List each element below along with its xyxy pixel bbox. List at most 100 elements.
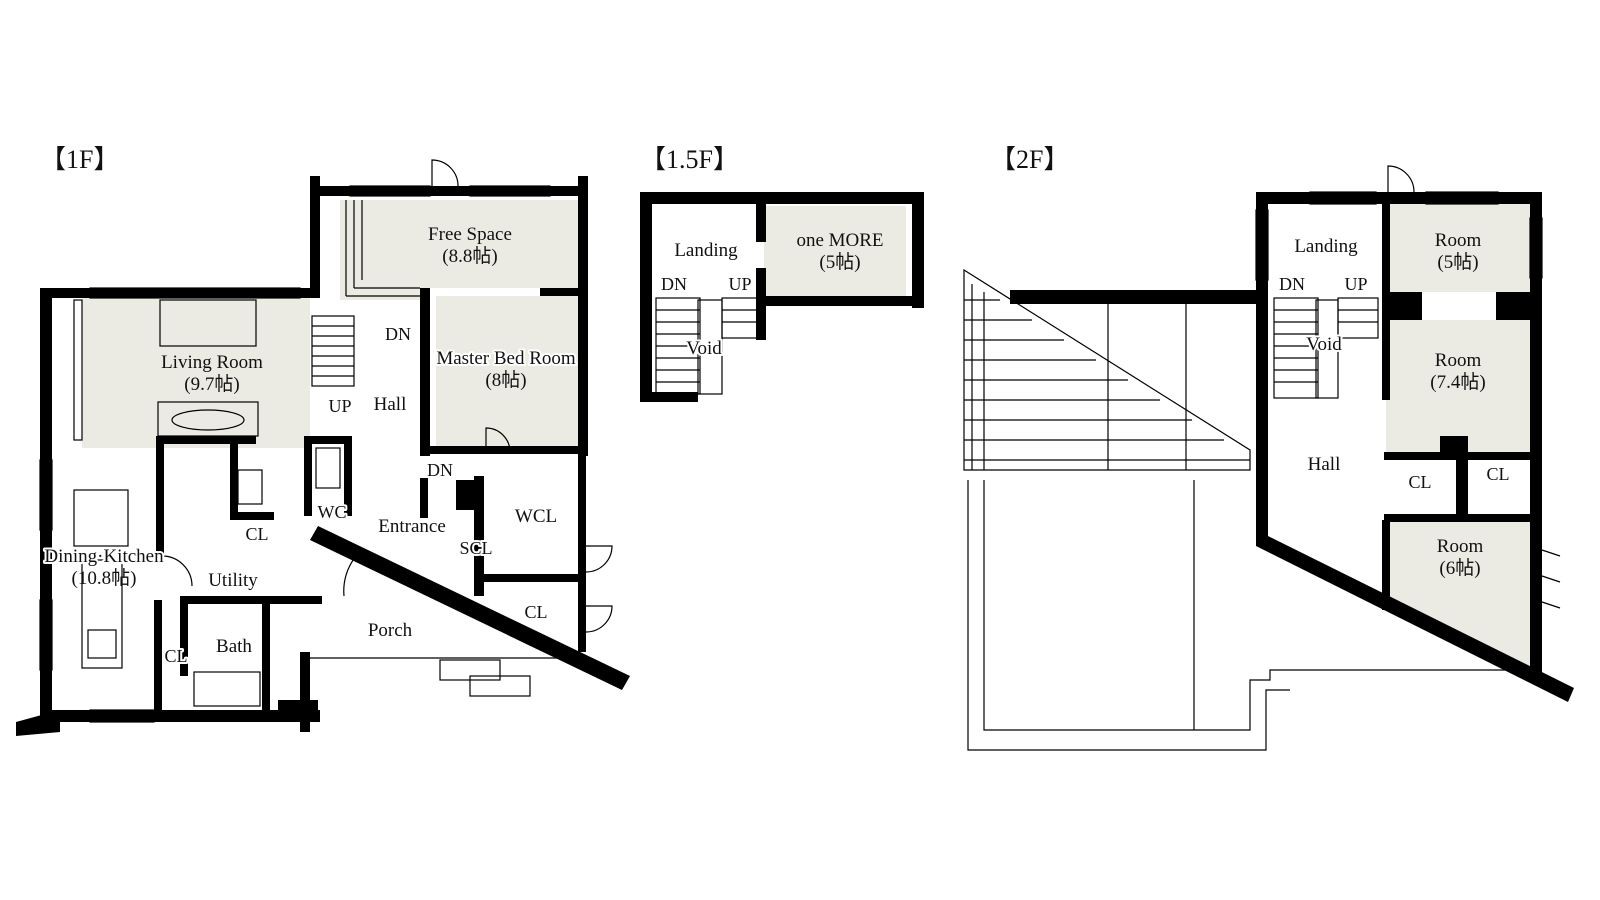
- porch-step-2: [469, 675, 531, 697]
- wall-2f-cl-mid: [1456, 436, 1468, 520]
- wall-scl: [456, 480, 476, 510]
- wall-2f-room6-left: [1382, 520, 1390, 610]
- label-stair-dn-hall: DN: [385, 324, 411, 344]
- sofa: [159, 299, 257, 347]
- label-stair-up-15: UP: [728, 274, 751, 294]
- window-bottom: [89, 709, 155, 723]
- label-room-6-size: (6帖): [1439, 557, 1480, 579]
- label-stair-dn-entrance: DN: [427, 460, 453, 480]
- label-room-74: Room: [1435, 350, 1482, 371]
- wall-15-right: [912, 192, 924, 308]
- wall-porch-shoulder: [278, 700, 318, 710]
- stair-1f: [311, 315, 355, 387]
- wall-2f-top: [1256, 192, 1542, 204]
- door-entrance: [343, 555, 411, 597]
- label-room-6: Room: [1437, 536, 1484, 557]
- wall-2f-cl-mid-2: [1440, 436, 1456, 452]
- label-wcl: WCL: [515, 506, 557, 527]
- window-living-left: [73, 299, 83, 441]
- window-living-top: [89, 287, 301, 299]
- wall-cl-utility: [230, 444, 238, 514]
- wall-1f-bottom-corner: [16, 710, 60, 736]
- wall-1f-right-upper: [578, 176, 588, 456]
- wall-utility-top: [156, 436, 256, 444]
- wall-wcl-bottom: [474, 574, 586, 582]
- label-free-space-size: (8.8帖): [442, 245, 497, 267]
- floor-1f: 【1F】: [16, 145, 630, 736]
- wall-kitchen-cl: [154, 600, 162, 710]
- stair-free-space: [345, 200, 420, 297]
- window-2f-right: [1529, 217, 1543, 279]
- label-cl-porch: CL: [524, 602, 547, 622]
- label-dining-kitchen: Dining·Kitchen: [44, 546, 164, 567]
- door-free-space: [431, 159, 459, 187]
- wall-1f-right-lower: [578, 452, 586, 652]
- wall-15-left: [640, 192, 652, 400]
- wall-2f-diagonal: [1256, 530, 1574, 702]
- bathtub: [193, 671, 261, 707]
- floor-1-5f-title: 【1.5F】: [640, 145, 739, 174]
- door-2f-room6-3: [1541, 601, 1561, 609]
- wall-1f-diagonal: [310, 526, 630, 690]
- window-top-1: [349, 185, 431, 197]
- label-living: Living Room: [161, 352, 263, 373]
- door-dining: [161, 555, 193, 587]
- wall-1f-top: [310, 186, 588, 196]
- living-table: [171, 409, 245, 431]
- label-living-size: (9.7帖): [184, 373, 239, 395]
- label-cl-utility: CL: [245, 524, 268, 544]
- label-landing-2f: Landing: [1294, 236, 1358, 257]
- label-void-2f: Void: [1306, 334, 1342, 355]
- window-2f-top-2: [1425, 191, 1499, 205]
- free-space-area: [340, 200, 580, 300]
- roof-outline: [963, 268, 1520, 751]
- wall-utility-left: [156, 438, 164, 554]
- wall-2f-room74-left: [1382, 320, 1390, 400]
- wall-wc-left: [304, 436, 312, 516]
- floor-1-5f: 【1.5F】 Landing one MORE (5帖) Void DN U: [640, 145, 924, 402]
- living-room-area: [82, 296, 310, 448]
- label-porch: Porch: [368, 620, 413, 641]
- label-stair-up-2f: UP: [1344, 274, 1367, 294]
- kitchen-counter: [81, 559, 123, 669]
- wall-2f-cl-bottom: [1384, 514, 1534, 522]
- wall-porch-bottom: [300, 652, 310, 732]
- wall-1f-bottom-left: [40, 710, 320, 722]
- wall-bath-right: [262, 596, 270, 716]
- washbasin: [237, 469, 263, 505]
- label-room-5: Room: [1435, 230, 1482, 251]
- label-wc: WC: [318, 502, 347, 522]
- label-scl: SCL: [459, 538, 492, 558]
- wall-1f-left: [40, 288, 52, 728]
- label-cl-right-2f: CL: [1486, 464, 1509, 484]
- label-room-74-size: (7.4帖): [1430, 371, 1485, 393]
- label-one-more: one MORE: [796, 230, 883, 251]
- kitchen-hob: [87, 629, 117, 659]
- label-landing-15: Landing: [674, 240, 738, 261]
- window-2f-left: [1255, 209, 1269, 281]
- label-entrance: Entrance: [378, 516, 446, 537]
- wall-1f-step: [310, 176, 320, 298]
- wall-2f-room5-bottom: [1382, 292, 1422, 320]
- wall-wc-right: [344, 436, 352, 516]
- window-kitchen-left-2: [39, 599, 53, 671]
- wall-2f-beam: [1010, 290, 1258, 304]
- stair-2f: [1273, 297, 1379, 399]
- wall-2f-right: [1530, 192, 1542, 682]
- label-void-15: Void: [686, 338, 722, 359]
- window-kitchen-left: [39, 459, 53, 531]
- label-bath: Bath: [216, 636, 252, 657]
- window-top-2: [469, 185, 551, 197]
- wall-master-left: [420, 288, 430, 456]
- wall-master-bottom: [420, 446, 580, 454]
- tv-board: [157, 401, 259, 437]
- wall-2f-left: [1256, 192, 1268, 544]
- label-free-space: Free Space: [428, 224, 512, 245]
- wall-cl-utility-bottom: [230, 512, 274, 520]
- room-5-area: [1386, 202, 1534, 292]
- wall-bath-top: [180, 596, 266, 604]
- door-2f-room6-1: [1541, 549, 1561, 557]
- door-2f-room6-2: [1541, 575, 1561, 583]
- label-one-more-size: (5帖): [819, 251, 860, 273]
